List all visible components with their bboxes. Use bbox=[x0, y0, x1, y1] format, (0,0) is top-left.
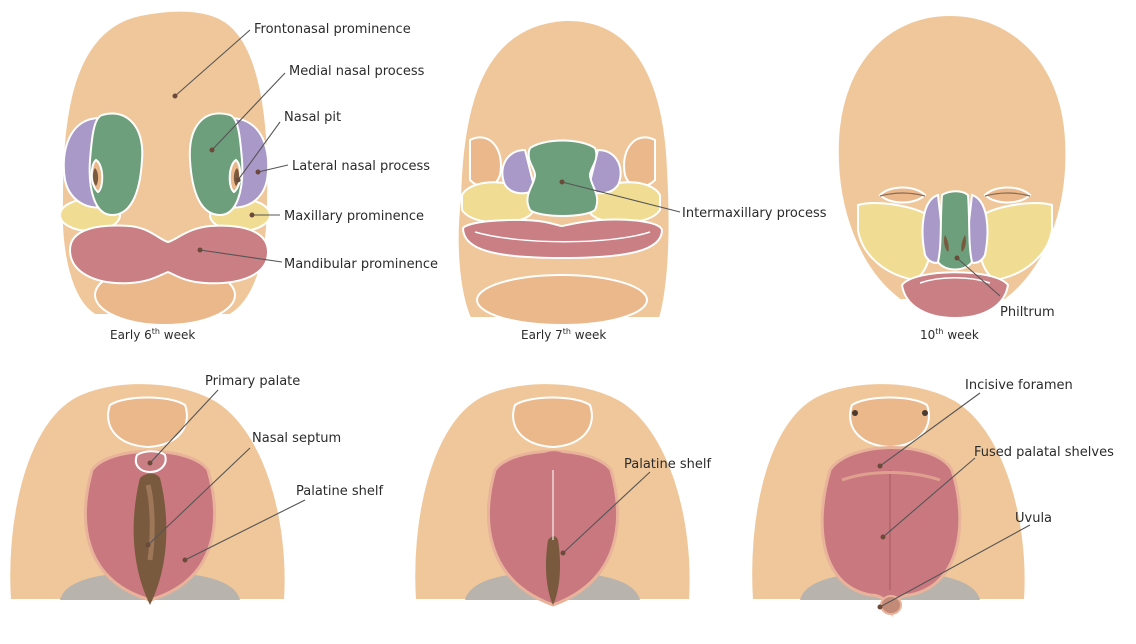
label-frontonasal-prominence: Frontonasal prominence bbox=[254, 22, 411, 37]
label-primary-palate: Primary palate bbox=[205, 374, 300, 389]
label-palatine-shelf-1: Palatine shelf bbox=[296, 484, 384, 499]
label-maxillary-prominence: Maxillary prominence bbox=[284, 209, 424, 224]
panel-palate-stage-2: Palatine shelf bbox=[414, 383, 711, 605]
label-mandibular-prominence: Mandibular prominence bbox=[284, 257, 438, 272]
caption-early-6th-week: Early 6th week bbox=[110, 327, 195, 342]
caption-10th-week: 10th week bbox=[920, 327, 979, 342]
panel-early-7th-week: Intermaxillary process Early 7th week bbox=[458, 20, 827, 342]
panel-palate-stage-1: Primary palate Nasal septum Palatine she… bbox=[9, 374, 383, 605]
label-medial-nasal-process: Medial nasal process bbox=[289, 64, 425, 79]
label-incisive-foramen: Incisive foramen bbox=[965, 378, 1073, 393]
label-nasal-septum: Nasal septum bbox=[252, 431, 341, 446]
label-fused-palatal-shelves: Fused palatal shelves bbox=[974, 445, 1114, 460]
intermaxillary-process-shape bbox=[527, 141, 597, 217]
label-lateral-nasal-process: Lateral nasal process bbox=[292, 159, 430, 174]
label-philtrum: Philtrum bbox=[1000, 305, 1055, 320]
label-intermaxillary-process: Intermaxillary process bbox=[682, 206, 827, 221]
caption-early-7th-week: Early 7th week bbox=[521, 327, 606, 342]
panel-palate-stage-3: Incisive foramen Fused palatal shelves U… bbox=[751, 378, 1114, 614]
panel-early-6th-week: Frontonasal prominence Medial nasal proc… bbox=[60, 11, 438, 342]
label-uvula: Uvula bbox=[1015, 511, 1052, 526]
label-nasal-pit: Nasal pit bbox=[284, 110, 341, 125]
panel-10th-week: Philtrum 10th week bbox=[838, 15, 1067, 342]
label-palatine-shelf-2: Palatine shelf bbox=[624, 457, 712, 472]
